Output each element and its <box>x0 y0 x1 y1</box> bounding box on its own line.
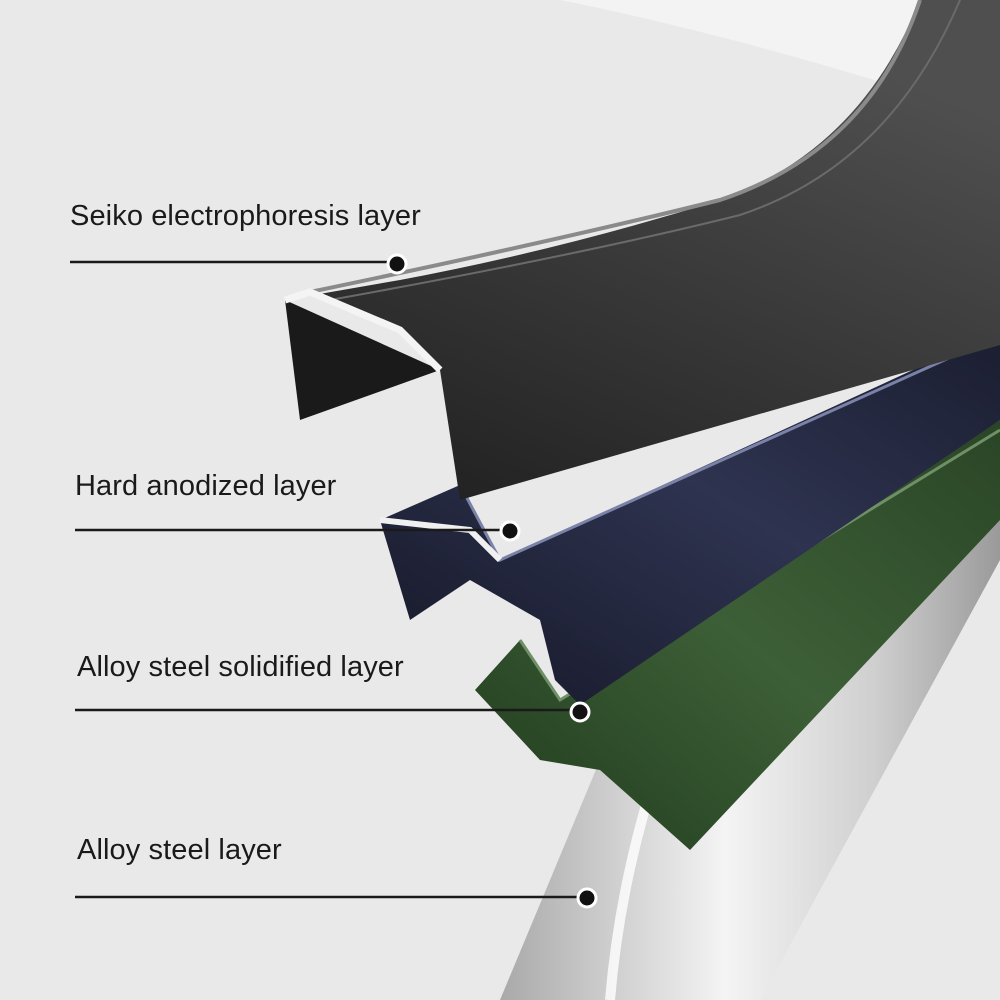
label-hard-anodized-layer: Hard anodized layer <box>75 470 337 502</box>
leader-4 <box>75 887 598 909</box>
label-electrophoresis-layer: Seiko electrophoresis layer <box>70 200 421 232</box>
solidified-layer-shape <box>475 420 1000 850</box>
label-alloy-steel-layer: Alloy steel layer <box>77 834 282 866</box>
electrophoresis-layer-shape <box>285 0 1000 500</box>
background-arc <box>560 0 1000 120</box>
marker-dot-4 <box>576 887 598 909</box>
leader-2 <box>75 520 521 542</box>
leader-3 <box>75 701 591 723</box>
marker-dot-1 <box>386 253 408 275</box>
leader-1 <box>70 253 408 275</box>
label-alloy-steel-solidified-layer: Alloy steel solidified layer <box>77 651 404 683</box>
anodized-layer-shape <box>380 330 1000 705</box>
marker-dot-3 <box>569 701 591 723</box>
marker-dot-2 <box>499 520 521 542</box>
